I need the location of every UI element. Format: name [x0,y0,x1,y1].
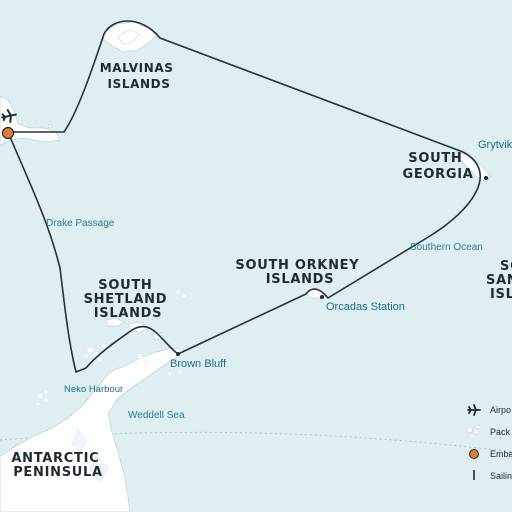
water-label-weddell-sea: Weddell Sea [128,410,185,421]
place-label-neko-harbour: Neko Harbour [64,384,123,395]
water-label-drake-passage: Drake Passage [46,218,115,229]
place-label-orcadas-station: Orcadas Station [326,301,405,313]
airplane-icon [1,109,17,123]
brown-bluff-dot [176,352,180,356]
legend-item-airport: Airpo [467,404,511,416]
legend-item-pack-ice: Pack [466,424,511,439]
legend-item-embarkation: Emba [469,449,512,459]
grytviken-dot [484,176,488,180]
embarkation-icon [469,449,479,459]
legend-label-sailing: Sailin [490,471,512,481]
pack-ice-clusters [35,289,187,407]
airplane-icon [467,404,481,416]
legend-label-embarkation: Emba [490,449,512,459]
legend: Airpo Pack Emba Sailin [466,404,512,481]
orcadas-dot [320,295,324,299]
pack-ice-icon [466,424,481,439]
region-label-south-georgia: SOUTH GEORGIA [402,151,473,182]
legend-label-airport: Airpo [490,405,511,415]
place-label-grytviken: Grytvik [478,139,512,151]
region-label-south-shetland: SOUTH SHETLAND ISLANDS [84,278,173,321]
region-label-malvinas: MALVINAS ISLANDS [100,61,179,91]
malvinas-islands-landmass [103,21,159,53]
legend-label-pack-ice: Pack [490,427,511,437]
antarctic-peninsula-landmass [0,347,185,512]
region-label-antarctic-peninsula: ANTARCTIC PENINSULA [11,451,104,480]
region-label-south-orkney: SOUTH ORKNEY ISLANDS [235,258,364,287]
place-label-brown-bluff: Brown Bluff [170,358,227,370]
embarkation-marker [1,126,15,140]
legend-item-sailing: Sailin [473,470,512,481]
water-label-southern-ocean: Southern Ocean [410,242,483,253]
sailing-route-line [7,20,482,373]
region-label-south-sandwich: SOUTH SAN ISL [486,259,512,302]
